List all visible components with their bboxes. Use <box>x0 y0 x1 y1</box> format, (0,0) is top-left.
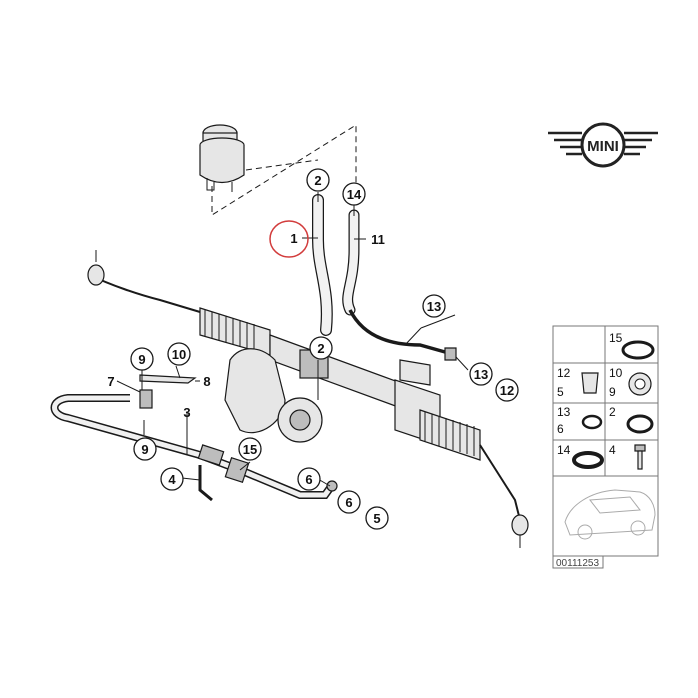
svg-text:5: 5 <box>373 511 380 526</box>
svg-text:15: 15 <box>243 442 257 457</box>
callout-15[interactable]: 15 <box>238 437 262 461</box>
svg-text:8: 8 <box>203 374 210 389</box>
svg-text:10: 10 <box>172 347 186 362</box>
mini-logo: MINI <box>548 122 658 168</box>
pump-housing <box>224 348 286 434</box>
svg-text:2: 2 <box>317 341 324 356</box>
bolt-icon <box>634 444 646 452</box>
svg-text:9: 9 <box>609 385 616 399</box>
svg-text:2: 2 <box>609 405 616 419</box>
svg-text:7: 7 <box>107 374 114 389</box>
logo-text: MINI <box>587 138 619 155</box>
clamp-7 <box>139 389 153 409</box>
callout-8[interactable]: 8 <box>203 374 210 389</box>
svg-text:13: 13 <box>427 299 441 314</box>
callout-5[interactable]: 5 <box>365 506 389 530</box>
svg-text:13: 13 <box>474 367 488 382</box>
callout-3[interactable]: 3 <box>183 405 190 420</box>
svg-text:10: 10 <box>609 366 623 380</box>
svg-text:3: 3 <box>183 405 190 420</box>
svg-text:4: 4 <box>168 472 176 487</box>
svg-text:14: 14 <box>347 187 362 202</box>
callout-14[interactable]: 14 <box>342 182 366 206</box>
svg-text:9: 9 <box>138 352 145 367</box>
svg-text:5: 5 <box>557 385 564 399</box>
callout-1[interactable]: 1 <box>290 231 297 246</box>
nut-icon <box>581 372 599 394</box>
hose-clamp-icon <box>626 414 654 434</box>
callout-4[interactable]: 4 <box>160 467 184 491</box>
callout-2-mid[interactable]: 2 <box>309 336 333 360</box>
svg-text:9: 9 <box>141 442 148 457</box>
svg-text:11: 11 <box>371 232 385 247</box>
callout-9-top[interactable]: 9 <box>130 347 154 371</box>
svg-text:12: 12 <box>500 383 514 398</box>
callout-6-right[interactable]: 6 <box>337 490 361 514</box>
callout-13-top[interactable]: 13 <box>422 294 446 318</box>
o-ring-icon <box>581 414 603 430</box>
callout-10[interactable]: 10 <box>167 342 191 366</box>
seal-ring-icon <box>621 340 655 360</box>
callout-6-left[interactable]: 6 <box>297 467 321 491</box>
hose-fitting <box>444 347 457 361</box>
callout-7[interactable]: 7 <box>107 374 114 389</box>
callout-2-top[interactable]: 2 <box>306 168 330 192</box>
callout-11[interactable]: 11 <box>371 232 385 247</box>
assembly-outline <box>211 124 357 216</box>
svg-text:6: 6 <box>305 472 312 487</box>
steering-rack <box>87 250 529 548</box>
svg-text:6: 6 <box>345 495 352 510</box>
callout-13-right[interactable]: 13 <box>469 362 493 386</box>
fluid-reservoir <box>199 124 245 192</box>
bracket-10 <box>139 374 197 384</box>
parts-legend-grid: 15 12 5 10 9 13 6 2 14 4 0011 <box>552 325 659 569</box>
diagram-id: 00111253 <box>556 558 599 569</box>
svg-text:13: 13 <box>557 405 571 419</box>
svg-text:1: 1 <box>290 231 297 246</box>
car-icon <box>564 489 656 540</box>
callout-12[interactable]: 12 <box>495 378 519 402</box>
svg-text:14: 14 <box>557 443 571 457</box>
svg-text:6: 6 <box>557 422 564 436</box>
legend-label-15: 15 <box>609 331 623 345</box>
svg-text:2: 2 <box>314 173 321 188</box>
svg-text:4: 4 <box>609 443 616 457</box>
svg-text:12: 12 <box>557 366 571 380</box>
pressure-line-3 <box>50 374 338 502</box>
callout-9-bottom[interactable]: 9 <box>133 437 157 461</box>
highlight-ring <box>269 220 309 258</box>
spring-clamp-icon <box>572 451 604 469</box>
